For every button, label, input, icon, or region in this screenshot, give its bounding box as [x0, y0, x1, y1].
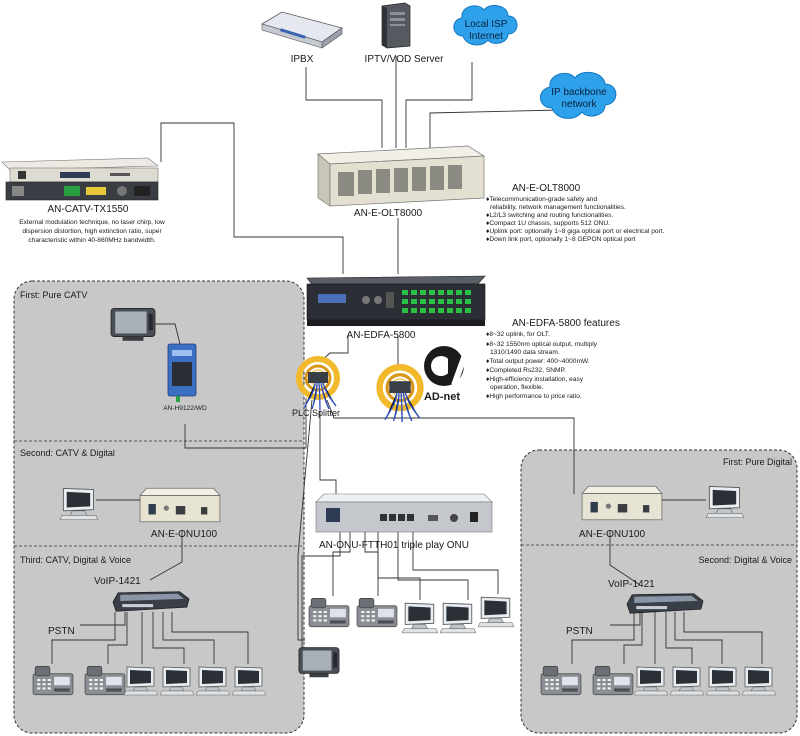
splitter-coil-icon — [299, 359, 337, 410]
left-section-3: Third: CATV, Digital & Voice — [20, 555, 131, 565]
catv-tv-icon — [110, 307, 156, 341]
left-pstn-label: PSTN — [48, 626, 75, 637]
catv-desc-2: dispersion distortion, high extinction r… — [22, 228, 162, 235]
center-computer-icon — [402, 602, 438, 634]
left-computer-icon — [160, 666, 194, 696]
center-tv-icon — [298, 647, 340, 678]
olt-spec-5: ♦Down link port, optionally 1~8 GEPON op… — [486, 236, 636, 243]
olt-spec-list: ♦Telecommunication-grade safety and reli… — [486, 196, 665, 243]
catv-desc-3: characteristic within 40-860MHz bandwidt… — [28, 237, 155, 244]
adnet-logo-text: AD-net — [424, 391, 460, 403]
right-section-1: First: Pure Digital — [723, 457, 792, 467]
edfa-feature-2: ♦8~32 1550nm optical output, multiply — [486, 341, 598, 348]
ipbx-label: IPBX — [291, 54, 314, 65]
edfa-label: AN-EDFA-5800 — [347, 330, 416, 341]
iptv-server-icon — [381, 2, 411, 49]
adnet-logo — [424, 346, 471, 386]
catv-transmitter — [1, 157, 159, 201]
right-section-2: Second: Digital & Voice — [698, 555, 792, 565]
ipbx-device — [261, 11, 343, 49]
edfa-feature-5: ♦High-efficiency installation, easy — [486, 376, 584, 383]
backbone-cloud-line1: IP backbone — [551, 87, 607, 98]
edfa-device — [306, 275, 486, 326]
right-onu-device — [581, 485, 663, 521]
splitter-label: PLC Splitter — [292, 408, 340, 418]
left-computer-icon — [232, 666, 266, 696]
left-computer-icon — [60, 487, 98, 520]
left-computer-icon — [196, 666, 230, 696]
edfa-feature-4: ♦Completed Rs232, SNMP. — [486, 367, 566, 374]
right-pstn-label: PSTN — [566, 626, 593, 637]
right-zone — [520, 449, 798, 734]
left-onu-label: AN-E-ONU100 — [151, 529, 218, 540]
right-voip-label: VoIP-1421 — [608, 579, 655, 590]
edfa-feature-5b: operation, flexible. — [490, 384, 544, 391]
left-onu-device — [139, 487, 221, 523]
olt-spec-1b: reliability, network management function… — [490, 204, 626, 211]
left-section-2: Second: CATV & Digital — [20, 448, 115, 458]
olt-spec-3: ♦Compact 1U chassis, supports 512 ONU. — [486, 220, 610, 227]
right-computer-icon — [634, 666, 668, 696]
left-section-1: First: Pure CATV — [20, 290, 87, 300]
fiber-coil-icon — [380, 367, 421, 422]
receiver-device — [167, 343, 197, 402]
center-onu-label: AN-ONU-FTTH01 triple play ONU — [319, 540, 469, 551]
left-voip-label: VoIP-1421 — [94, 576, 141, 587]
isp-cloud-icon: Local ISP Internet — [453, 4, 518, 46]
olt-spec-title: AN-E-OLT8000 — [512, 183, 581, 194]
catv-desc-1: External modulation technique, no laser … — [19, 219, 165, 226]
edfa-feature-6: ♦High performance to price ratio. — [486, 393, 582, 400]
receiver-label: AN-H9122/WD — [163, 405, 207, 412]
catv-label: AN-CATV-TX1550 — [48, 204, 129, 215]
edfa-feature-1: ♦8~32 uplink, for OLT. — [486, 331, 550, 338]
right-computer-icon — [706, 666, 740, 696]
center-computer-icon — [478, 596, 514, 628]
edfa-feature-3: ♦Total output power: 400~4000mW. — [486, 358, 590, 365]
olt-spec-1: ♦Telecommunication-grade safety and — [486, 196, 597, 203]
iptv-label: IPTV/VOD Server — [365, 54, 445, 65]
right-computer-icon — [706, 485, 744, 518]
olt-spec-2: ♦L2/L3 switching and routing functionali… — [486, 212, 613, 219]
center-phone-icon — [356, 597, 398, 628]
right-onu-label: AN-E-ONU100 — [579, 529, 646, 540]
olt-chassis — [317, 145, 486, 207]
connection-lines — [51, 56, 763, 664]
center-onu-device — [315, 493, 493, 533]
edfa-feature-2b: 1310/1490 data stream. — [490, 349, 560, 356]
edfa-features-title: AN-EDFA-5800 features — [512, 318, 620, 329]
isp-cloud-line1: Local ISP — [465, 19, 508, 30]
olt-label: AN-E-OLT8000 — [354, 208, 423, 219]
right-computer-icon — [670, 666, 704, 696]
backbone-cloud-icon: IP backbone network — [540, 71, 617, 119]
edfa-features-list: ♦8~32 uplink, for OLT. ♦8~32 1550nm opti… — [486, 331, 598, 400]
olt-spec-4: ♦Uplink port: optionally 1~8 giga optica… — [486, 228, 665, 235]
isp-cloud-line2: Internet — [469, 31, 503, 42]
right-computer-icon — [742, 666, 776, 696]
left-computer-icon — [124, 666, 158, 696]
backbone-cloud-line2: network — [561, 99, 597, 110]
center-computer-icon — [440, 602, 476, 634]
center-phone-icon — [308, 597, 350, 628]
